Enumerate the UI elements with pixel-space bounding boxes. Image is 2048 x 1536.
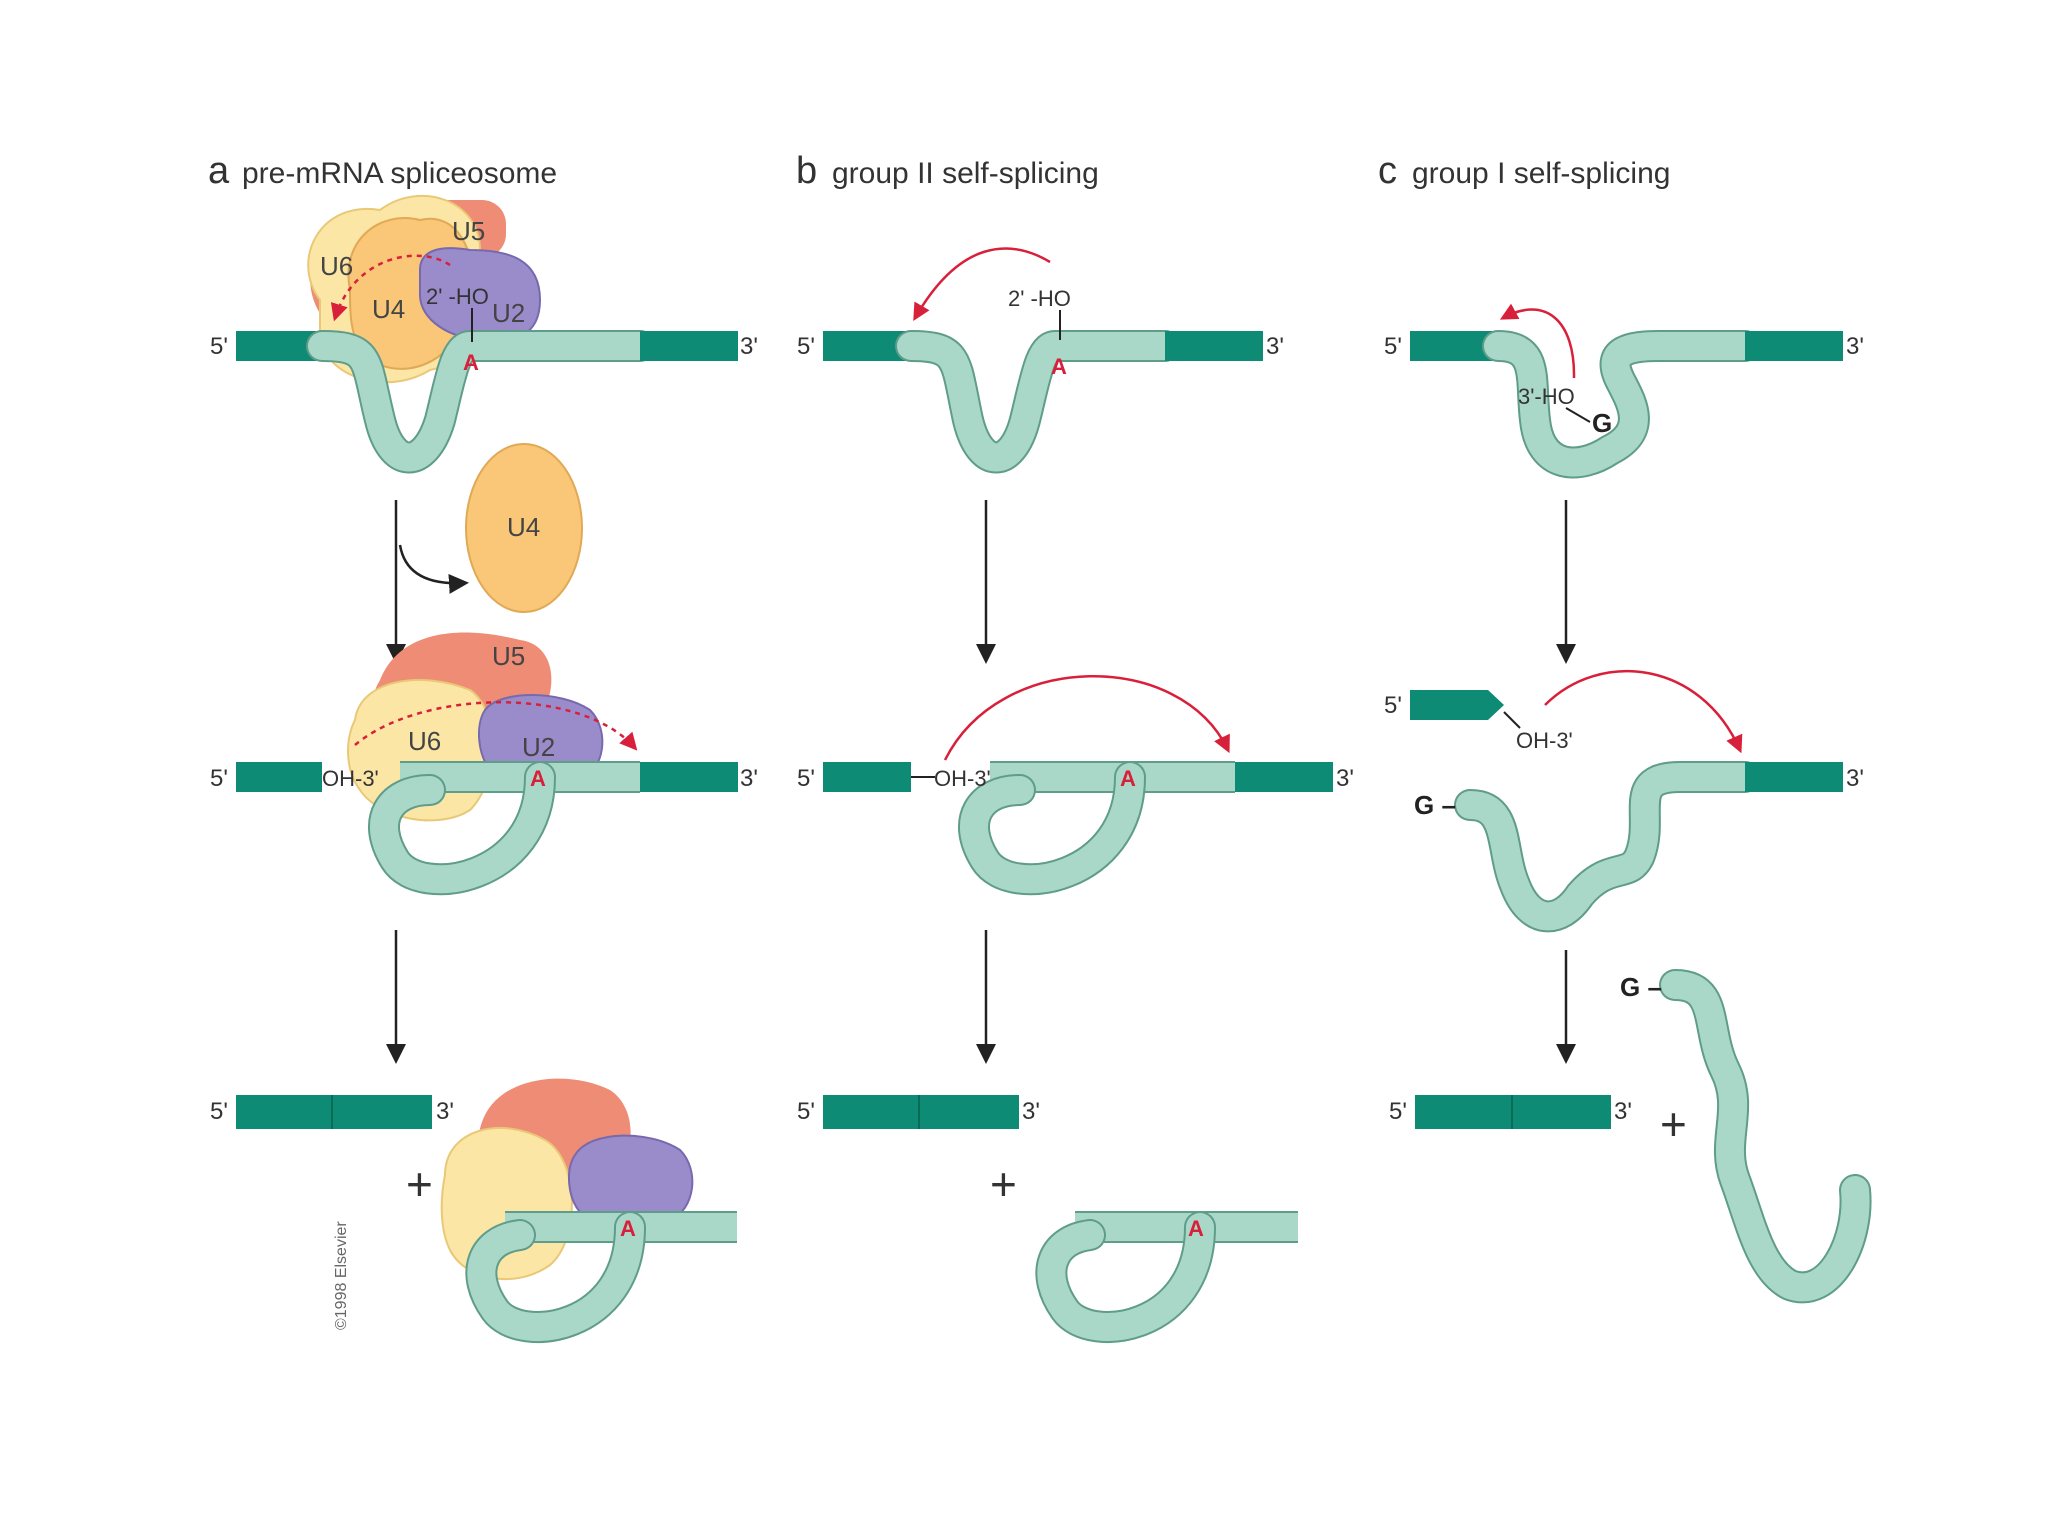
exon-3prime <box>640 762 738 792</box>
exon-5prime <box>823 762 911 792</box>
excised-lariat <box>467 1213 644 1341</box>
panel-b-title: group II self-splicing <box>832 157 1099 190</box>
hydroxyl-bond <box>1503 711 1521 729</box>
three-prime-label: 3' <box>1846 765 1864 792</box>
plus-sign: + <box>990 1158 1017 1210</box>
u2-snrnp <box>419 247 542 343</box>
hydroxyl-label: OH-3' <box>1516 728 1573 753</box>
five-prime-label: 5' <box>1384 333 1402 360</box>
release-arrow <box>398 544 469 594</box>
guanosine-bond <box>1565 407 1591 423</box>
lariat <box>960 763 1144 894</box>
u6-label: U6 <box>320 251 353 281</box>
u5-label: U5 <box>492 641 525 671</box>
three-prime-label: 3' <box>740 333 758 360</box>
panel-a: a pre-mRNA spliceosome U6 U4 U5 U2 5' 3'… <box>208 150 758 1343</box>
branch-adenosine: A <box>1120 766 1136 791</box>
exon-3prime <box>1235 762 1333 792</box>
five-prime-label: 5' <box>210 1098 228 1125</box>
hydroxyl-label: 3'-HO <box>1518 384 1575 409</box>
three-prime-label: 3' <box>1266 333 1284 360</box>
panel-b-row3: 5' 3' + A <box>797 1095 1298 1343</box>
intron <box>308 332 654 472</box>
three-prime-label: 3' <box>1614 1098 1632 1125</box>
intron <box>1456 763 1759 931</box>
exon-3prime <box>1745 331 1843 361</box>
hydroxyl-label: OH-3' <box>934 766 991 791</box>
five-prime-label: 5' <box>797 333 815 360</box>
guanosine-label: G – <box>1414 790 1456 820</box>
three-prime-label: 3' <box>1022 1098 1040 1125</box>
released-u4-label: U4 <box>507 512 540 542</box>
panel-a-row1: U6 U4 U5 U2 5' 3' 2' -HO A <box>210 194 758 474</box>
u5-label: U5 <box>452 216 485 246</box>
panel-c-row2: 5' OH-3' 3' G – <box>1384 669 1864 933</box>
exon-3prime <box>1745 762 1843 792</box>
u6-snrnp <box>440 1126 573 1281</box>
panel-b-row2: 5' 3' OH-3' A <box>797 675 1354 896</box>
exon-5prime <box>1410 690 1504 720</box>
attack-arrow <box>1499 303 1576 379</box>
five-prime-label: 5' <box>797 765 815 792</box>
five-prime-label: 5' <box>1389 1098 1407 1125</box>
panel-c-title: group I self-splicing <box>1412 157 1670 190</box>
attack-arrow <box>354 701 638 751</box>
intron <box>897 332 1179 472</box>
five-prime-label: 5' <box>797 1098 815 1125</box>
plus-sign: + <box>406 1158 433 1210</box>
panel-b: b group II self-splicing 5' 3' 2' -HO A … <box>796 150 1354 1343</box>
three-prime-label: 3' <box>1336 765 1354 792</box>
hydroxyl-label: OH-3' <box>322 766 379 791</box>
u6-label: U6 <box>408 726 441 756</box>
five-prime-label: 5' <box>1384 692 1402 719</box>
hydroxyl-label: 2' -HO <box>426 284 489 309</box>
five-prime-label: 5' <box>210 765 228 792</box>
u2-label: U2 <box>522 732 555 762</box>
attack-arrow <box>330 254 451 322</box>
exon-5prime <box>236 762 322 792</box>
exon-3prime <box>640 331 738 361</box>
three-prime-label: 3' <box>1846 333 1864 360</box>
panel-a-row3: 5' 3' + A ©1998 Elsevier <box>210 1078 737 1343</box>
copyright-text: ©1998 Elsevier <box>333 1221 350 1330</box>
three-prime-label: 3' <box>740 765 758 792</box>
branch-adenosine: A <box>620 1216 636 1241</box>
three-prime-label: 3' <box>436 1098 454 1125</box>
excised-intron <box>1661 971 1870 1302</box>
panel-a-title: pre-mRNA spliceosome <box>242 157 557 190</box>
attack-arrow <box>913 247 1051 322</box>
branch-adenosine: A <box>1051 354 1067 379</box>
panel-a-row2: U5 U6 U2 5' 3' OH-3' A <box>210 632 758 896</box>
intron <box>1484 332 1759 477</box>
exon-3prime <box>1165 331 1263 361</box>
branch-adenosine: A <box>463 350 479 375</box>
guanosine-label: G – <box>1620 972 1662 1002</box>
lariat <box>370 763 554 894</box>
u2-label: U2 <box>492 298 525 328</box>
panel-b-row1: 5' 3' 2' -HO A <box>797 247 1284 474</box>
panel-c-letter: c <box>1378 150 1397 192</box>
hydroxyl-label: 2' -HO <box>1008 286 1071 311</box>
panel-a-letter: a <box>208 150 230 192</box>
ligated-exons <box>236 1095 432 1129</box>
released-u4-snrnp <box>465 443 583 613</box>
panel-c: c group I self-splicing 5' 3' 3'-HO G 5'… <box>1378 150 1872 1304</box>
branch-adenosine: A <box>1188 1216 1204 1241</box>
five-prime-label: 5' <box>210 333 228 360</box>
attack-arrow <box>1544 669 1743 754</box>
panel-c-row3: 5' 3' + G – <box>1389 969 1872 1304</box>
ligated-exons <box>1415 1095 1611 1129</box>
panel-c-row1: 5' 3' 3'-HO G <box>1384 303 1864 479</box>
panel-b-letter: b <box>796 150 817 192</box>
u4-label: U4 <box>372 294 405 324</box>
branch-adenosine: A <box>530 766 546 791</box>
attack-arrow <box>943 675 1230 761</box>
guanosine-label: G <box>1592 408 1612 438</box>
plus-sign: + <box>1660 1098 1687 1150</box>
ligated-exons <box>823 1095 1019 1129</box>
excised-lariat <box>1037 1213 1214 1341</box>
